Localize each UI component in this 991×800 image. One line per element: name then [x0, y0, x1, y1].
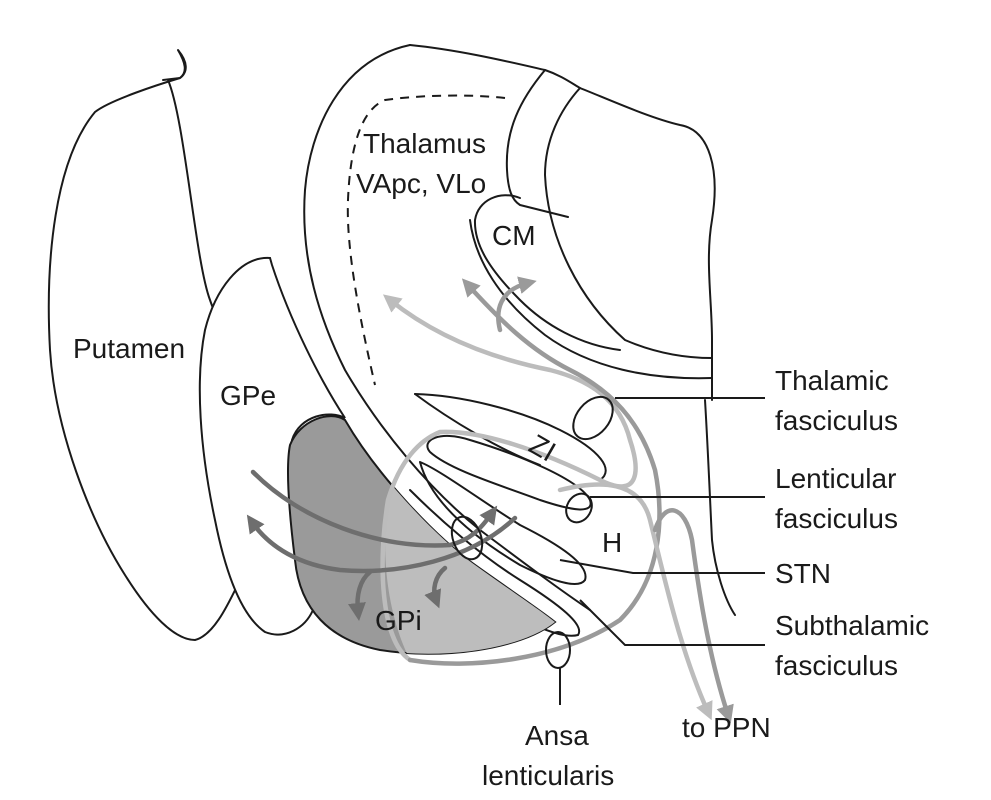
h-label: H	[602, 527, 622, 558]
subthalamic-fasciculus-label-2: fasciculus	[775, 650, 898, 681]
gpi-fasciculus-ellipse	[450, 515, 484, 561]
gpi-branch-right	[424, 565, 448, 609]
zi-outline	[426, 435, 592, 511]
putamen-label: Putamen	[73, 333, 185, 364]
internal-capsule-outline	[303, 44, 591, 611]
thalamus-inner-band-1	[505, 69, 569, 218]
thalamus-label-line2: VApc, VLo	[356, 168, 486, 199]
thalamic-fasciculus-ellipse	[572, 395, 614, 441]
gpi-label: GPi	[375, 605, 422, 636]
subthalamic-fasciculus-leader	[579, 599, 765, 646]
thalamus-inner-band-3	[469, 219, 713, 380]
zi-upper-line	[414, 393, 607, 481]
lenticular-fasciculus-label-2: fasciculus	[775, 503, 898, 534]
lenticular-fasciculus-ellipse	[565, 492, 593, 524]
mid-loop-pathway	[407, 278, 662, 666]
gpe-label: GPe	[220, 380, 276, 411]
ppn-light-pathway	[557, 482, 713, 721]
cm-label: CM	[492, 220, 536, 251]
ansa-lenticularis-label-2: lenticularis	[482, 760, 614, 791]
thalamus-label-line1: Thalamus	[363, 128, 486, 159]
cm-outline	[473, 194, 621, 351]
stn-leader	[559, 559, 765, 574]
subthalamic-fasciculus-label-1: Subthalamic	[775, 610, 929, 641]
thalamus-inner-band-2	[544, 87, 713, 359]
stn-to-gpe-pathway	[246, 514, 518, 574]
ansa-lenticularis-ellipse	[545, 631, 571, 669]
cm-branch-pathway	[496, 276, 537, 333]
gpe-to-stn-pathway	[250, 469, 498, 548]
thalamus-top-edge	[409, 44, 716, 401]
putamen-top-notch	[162, 49, 187, 81]
light-loop-pathway	[380, 294, 638, 663]
to-ppn-label: to PPN	[682, 712, 771, 743]
gpe-outline	[198, 256, 346, 636]
thalamic-fasciculus-label-2: fasciculus	[775, 405, 898, 436]
stn-label: STN	[775, 558, 831, 589]
ppn-mid-pathway	[652, 508, 734, 724]
lenticular-fasciculus-label-1: Lenticular	[775, 463, 896, 494]
gpi-branch-left	[348, 569, 373, 621]
ansa-lenticularis-label-1: Ansa	[525, 720, 589, 751]
thalamus-boundary-dashed	[346, 94, 506, 386]
stn-outline	[419, 461, 587, 585]
thalamic-fasciculus-label-1: Thalamic	[775, 365, 889, 396]
right-boundary	[704, 399, 736, 616]
